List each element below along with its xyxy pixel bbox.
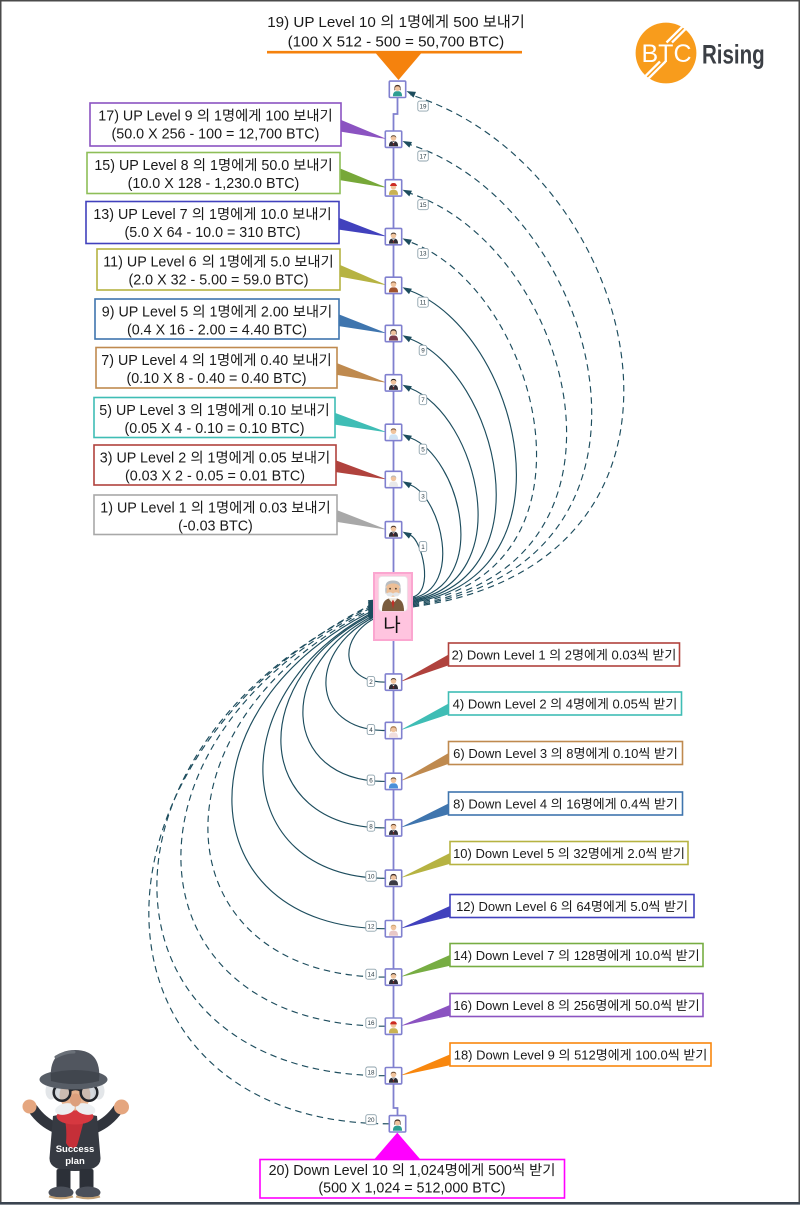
svg-text:4) Down Level 2: 4) Down Level 2 xyxy=(453,697,547,712)
svg-text:3: 3 xyxy=(421,494,425,501)
svg-text:1: 1 xyxy=(207,403,215,419)
svg-text:0.03: 0.03 xyxy=(612,648,637,663)
svg-text:1: 1 xyxy=(209,207,217,223)
svg-text:50.0: 50.0 xyxy=(261,158,289,174)
svg-text:1: 1 xyxy=(210,158,218,174)
svg-text:8: 8 xyxy=(566,746,573,761)
svg-text:13) UP Level 7: 13) UP Level 7 xyxy=(93,207,187,223)
svg-text:5.0: 5.0 xyxy=(630,899,648,914)
svg-text:500: 500 xyxy=(453,14,478,31)
svg-text:20) Down Level 10: 20) Down Level 10 xyxy=(269,1163,388,1179)
svg-text:(0.03 X 2 - 0.05 = 0.01 BTC): (0.03 X 2 - 0.05 = 0.01 BTC) xyxy=(125,469,305,485)
svg-text:5.0: 5.0 xyxy=(270,255,290,271)
svg-text:1: 1 xyxy=(219,255,227,271)
svg-text:20: 20 xyxy=(367,1117,375,1124)
svg-text:7: 7 xyxy=(421,397,425,404)
svg-text:5: 5 xyxy=(421,447,425,454)
svg-text:16: 16 xyxy=(367,1020,375,1027)
svg-text:(10.0 X 128 - 1,230.0 BTC): (10.0 X 128 - 1,230.0 BTC) xyxy=(128,176,300,192)
svg-text:4: 4 xyxy=(566,697,573,712)
svg-text:5) UP Level 3: 5) UP Level 3 xyxy=(99,403,185,419)
svg-text:2.00: 2.00 xyxy=(261,305,289,321)
svg-text:0.10: 0.10 xyxy=(258,403,286,419)
svg-text:6: 6 xyxy=(369,777,373,784)
svg-text:11) UP Level 6: 11) UP Level 6 xyxy=(103,255,196,271)
svg-text:50.0: 50.0 xyxy=(635,998,660,1013)
svg-text:2: 2 xyxy=(565,648,572,663)
svg-text:16) Down Level 8: 16) Down Level 8 xyxy=(453,998,554,1013)
svg-text:(0.05 X 4 - 0.10 = 0.10 BTC): (0.05 X 4 - 0.10 = 0.10 BTC) xyxy=(124,421,304,437)
svg-text:3) UP Level 2: 3) UP Level 2 xyxy=(100,451,186,467)
svg-text:100: 100 xyxy=(265,109,289,125)
svg-text:0.03: 0.03 xyxy=(259,501,287,517)
svg-text:11: 11 xyxy=(420,300,427,307)
svg-text:0.10: 0.10 xyxy=(613,746,638,761)
svg-text:(0.10 X 8 - 0.40 = 0.40 BTC): (0.10 X 8 - 0.40 = 0.40 BTC) xyxy=(126,371,306,387)
svg-text:1: 1 xyxy=(421,544,425,551)
svg-text:1: 1 xyxy=(209,353,217,369)
svg-text:15) UP Level 8: 15) UP Level 8 xyxy=(94,158,188,174)
svg-text:0.05: 0.05 xyxy=(613,697,638,712)
svg-text:Success: Success xyxy=(56,1144,95,1155)
svg-text:32: 32 xyxy=(573,846,587,861)
svg-text:1) UP Level 1: 1) UP Level 1 xyxy=(100,501,186,517)
svg-text:10: 10 xyxy=(367,874,375,881)
svg-text:0.05: 0.05 xyxy=(259,451,287,467)
svg-text:2) Down Level 1: 2) Down Level 1 xyxy=(452,648,546,663)
svg-text:(500 X 1,024 = 512,000 BTC): (500 X 1,024 = 512,000 BTC) xyxy=(318,1181,505,1197)
svg-text:9) UP Level 5: 9) UP Level 5 xyxy=(102,305,188,321)
svg-text:Rising: Rising xyxy=(702,40,765,70)
svg-text:1: 1 xyxy=(208,451,216,467)
svg-text:(2.0 X 32 - 5.00 = 59.0 BTC): (2.0 X 32 - 5.00 = 59.0 BTC) xyxy=(128,273,308,289)
svg-text:15: 15 xyxy=(419,202,427,209)
svg-text:2: 2 xyxy=(369,679,373,686)
svg-text:500: 500 xyxy=(488,1163,512,1179)
svg-text:(-0.03 BTC): (-0.03 BTC) xyxy=(178,519,253,535)
svg-text:18) Down Level 9: 18) Down Level 9 xyxy=(454,1048,555,1063)
svg-text:1,024: 1,024 xyxy=(409,1163,445,1179)
svg-text:1: 1 xyxy=(399,14,407,31)
svg-text:0.40: 0.40 xyxy=(260,353,288,369)
svg-text:17: 17 xyxy=(419,153,427,160)
svg-text:4: 4 xyxy=(369,727,373,734)
svg-text:(0.4 X 16 - 2.00 = 4.40 BTC): (0.4 X 16 - 2.00 = 4.40 BTC) xyxy=(127,323,307,339)
svg-text:18: 18 xyxy=(367,1069,375,1076)
svg-text:100.0: 100.0 xyxy=(635,1048,668,1063)
svg-text:1: 1 xyxy=(210,305,218,321)
svg-text:10.0: 10.0 xyxy=(635,948,660,963)
svg-text:6) Down Level 3: 6) Down Level 3 xyxy=(453,746,547,761)
svg-text:12) Down Level 6: 12) Down Level 6 xyxy=(456,899,557,914)
svg-text:16: 16 xyxy=(566,797,580,812)
svg-text:2.0: 2.0 xyxy=(627,846,645,861)
svg-text:13: 13 xyxy=(419,251,427,258)
svg-text:0.4: 0.4 xyxy=(620,797,638,812)
svg-text:BTC: BTC xyxy=(642,40,692,68)
svg-text:19: 19 xyxy=(419,103,427,110)
svg-text:9: 9 xyxy=(421,348,425,355)
svg-text:10) Down Level 5: 10) Down Level 5 xyxy=(453,846,554,861)
svg-text:8) Down Level 4: 8) Down Level 4 xyxy=(453,797,547,812)
svg-text:512: 512 xyxy=(574,1048,596,1063)
svg-text:(100 X 512 - 500 = 50,700 BTC): (100 X 512 - 500 = 50,700 BTC) xyxy=(288,34,505,51)
svg-text:128: 128 xyxy=(574,948,596,963)
svg-text:plan: plan xyxy=(65,1156,85,1167)
svg-text:14) Down Level 7: 14) Down Level 7 xyxy=(453,948,554,963)
svg-text:1: 1 xyxy=(214,109,222,125)
svg-text:8: 8 xyxy=(369,824,373,831)
svg-text:19) UP Level 10: 19) UP Level 10 xyxy=(267,14,376,31)
svg-text:1: 1 xyxy=(208,501,216,517)
svg-text:64: 64 xyxy=(576,899,590,914)
svg-text:7) UP Level 4: 7) UP Level 4 xyxy=(101,353,187,369)
svg-text:14: 14 xyxy=(367,972,375,979)
svg-text:(5.0 X 64 - 10.0 = 310 BTC): (5.0 X 64 - 10.0 = 310 BTC) xyxy=(124,225,300,241)
svg-text:17) UP Level 9: 17) UP Level 9 xyxy=(98,109,192,125)
svg-text:(50.0 X 256 - 100 = 12,700 BTC: (50.0 X 256 - 100 = 12,700 BTC) xyxy=(112,127,320,143)
svg-text:12: 12 xyxy=(367,924,375,931)
svg-text:10.0: 10.0 xyxy=(260,207,288,223)
svg-text:256: 256 xyxy=(574,998,596,1013)
